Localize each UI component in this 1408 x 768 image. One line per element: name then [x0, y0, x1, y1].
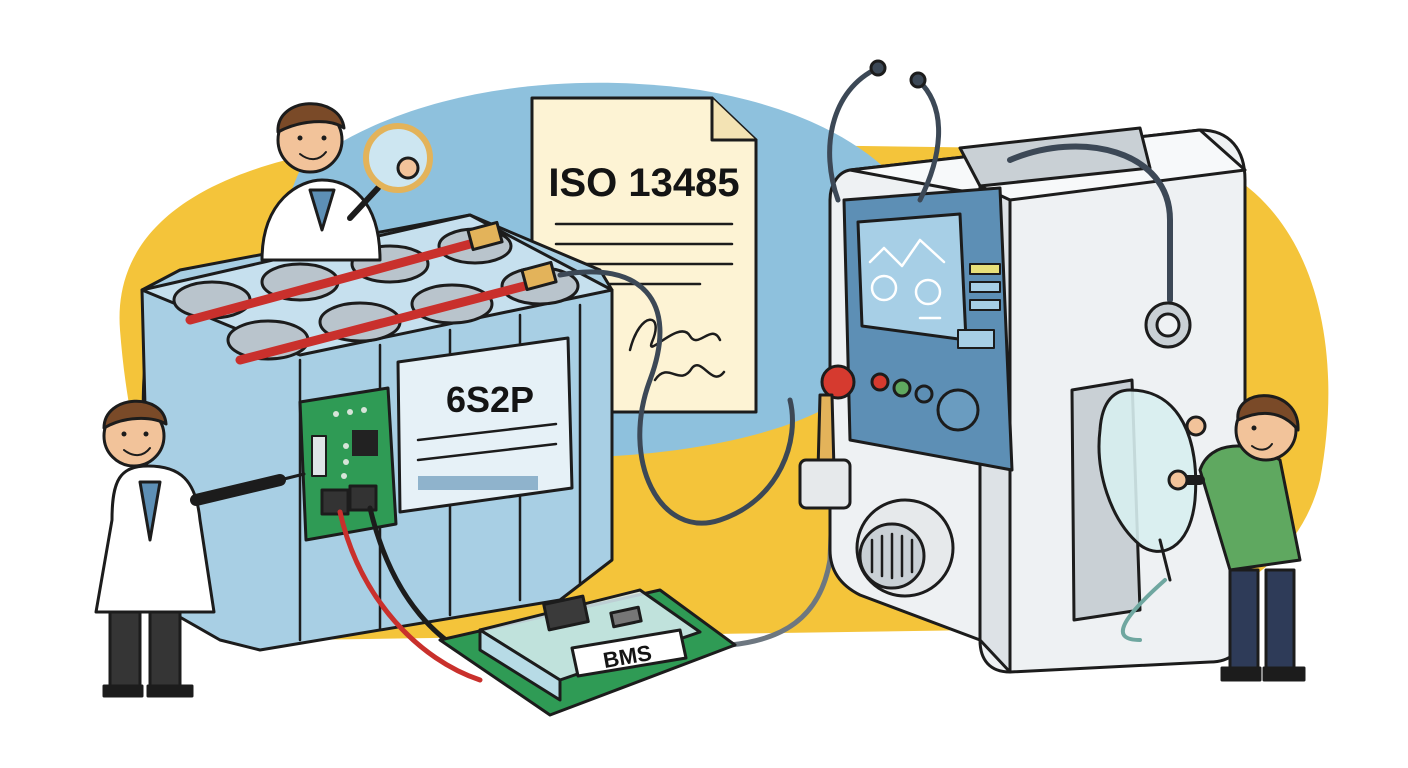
scientist-with-magnifier	[260, 102, 433, 262]
device-screen	[856, 212, 968, 342]
alarm-button	[820, 364, 856, 400]
blue-indicator	[914, 384, 934, 404]
pack-to-device-cable	[557, 269, 795, 526]
battery-config-label: 6S2P	[446, 379, 534, 420]
scientist-pointing	[94, 399, 306, 698]
bms-to-device-cable	[727, 507, 835, 648]
bms-board: BMS	[438, 588, 737, 717]
control-knob	[936, 388, 980, 432]
certificate-title: ISO 13485	[548, 161, 739, 205]
medical-device	[798, 126, 1247, 674]
battery-label: 6S2P	[396, 336, 574, 514]
stethoscope-icon	[827, 59, 1192, 349]
person-with-mask	[1167, 394, 1306, 682]
battery-pack: 6S2P	[140, 213, 614, 652]
green-indicator	[892, 378, 912, 398]
red-indicator	[870, 372, 890, 392]
red-cable	[337, 509, 483, 683]
pack-pcb	[298, 386, 398, 542]
oxygen-mask-icon	[1097, 388, 1198, 642]
air-vent	[855, 498, 955, 598]
